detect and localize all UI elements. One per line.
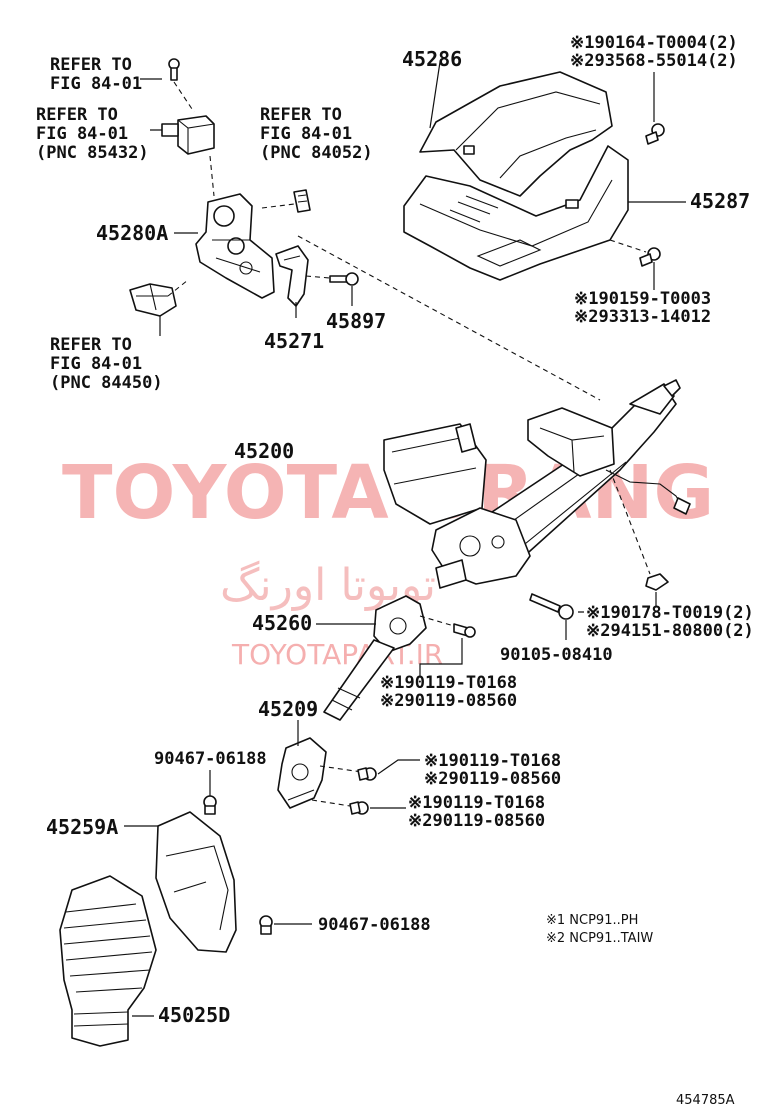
refer3-line1: REFER TO: [260, 105, 342, 125]
ref-190178: ※190178-T0019(2): [586, 603, 754, 623]
label-90105: 90105-08410: [500, 645, 613, 665]
ref-190119-b: ※190119-T0168: [424, 751, 561, 771]
bolt-shaft-lower-b-icon: [349, 801, 369, 815]
bolt-90105-icon: [529, 593, 574, 620]
refer2-line3: (PNC 85432): [36, 143, 149, 163]
refer4-line3: (PNC 84450): [50, 373, 163, 393]
pin-45897-icon: [329, 272, 359, 286]
ref-290119-c: ※290119-08560: [408, 811, 545, 831]
ref-290119-b: ※290119-08560: [424, 769, 561, 789]
note-2: ※2 NCP91..TAIW: [546, 931, 653, 946]
refer3-line2: FIG 84-01: [260, 124, 352, 144]
screw-lower-cover-icon: [639, 247, 661, 267]
label-45209: 45209: [258, 697, 318, 721]
refer1-line2: FIG 84-01: [50, 74, 142, 94]
refer2-line2: FIG 84-01: [36, 124, 128, 144]
label-45259A: 45259A: [46, 815, 118, 839]
refer4-line2: FIG 84-01: [50, 354, 142, 374]
label-45287: 45287: [690, 189, 750, 213]
intermediate-shaft-lower-icon: [277, 737, 327, 809]
connector-84052-icon: [293, 189, 311, 213]
intermediate-shaft-upper-icon: [323, 595, 427, 721]
label-45200: 45200: [234, 439, 294, 463]
refer2-line1: REFER TO: [36, 105, 118, 125]
label-45025D: 45025D: [158, 1003, 230, 1027]
ref-294151: ※294151-80800(2): [586, 621, 754, 641]
screw-upper-cover-icon: [645, 123, 665, 145]
label-45280A: 45280A: [96, 221, 168, 245]
label-90467-lower: 90467-06188: [318, 915, 431, 935]
ref-190159: ※190159-T0003: [574, 289, 711, 309]
label-90467-upper: 90467-06188: [154, 749, 267, 769]
bolt-top-left-icon: [168, 58, 180, 81]
clip-90467-lower-icon: [259, 915, 273, 935]
bolt-shaft-lower-a-icon: [357, 767, 377, 781]
clip-90467-upper-icon: [203, 795, 217, 815]
label-45260: 45260: [252, 611, 312, 635]
ignition-switch-body-icon: [195, 193, 275, 299]
ref-190119-c: ※190119-T0168: [408, 793, 545, 813]
column-cover-lower-icon: [403, 145, 629, 281]
ref-190164: ※190164-T0004(2): [570, 33, 738, 53]
label-45286: 45286: [402, 47, 462, 71]
note-1: ※1 NCP91..PH: [546, 913, 638, 928]
label-45897: 45897: [326, 309, 386, 333]
sensor-84450-icon: [129, 283, 177, 317]
label-45271: 45271: [264, 329, 324, 353]
steering-column-assy-icon: [383, 379, 691, 589]
boot-45025D-icon: [59, 875, 157, 1047]
ref-293568: ※293568-55014(2): [570, 51, 738, 71]
figure-code: 454785A: [676, 1093, 735, 1108]
ref-190119-a: ※190119-T0168: [380, 673, 517, 693]
sensor-85432-icon: [161, 115, 215, 155]
ref-290119-a: ※290119-08560: [380, 691, 517, 711]
part-labels: REFER TO FIG 84-01 REFER TO FIG 84-01 (P…: [36, 33, 754, 1108]
refer4-line1: REFER TO: [50, 335, 132, 355]
refer3-line3: (PNC 84052): [260, 143, 373, 163]
nut-190178-icon: [645, 573, 669, 591]
column-cover-upper-icon: [419, 71, 613, 197]
refer1-line1: REFER TO: [50, 55, 132, 75]
ref-293313: ※293313-14012: [574, 307, 711, 327]
bracket-45271-icon: [275, 245, 309, 307]
dust-seal-45259A-icon: [155, 811, 237, 953]
bolt-shaft-upper-icon: [453, 623, 476, 638]
